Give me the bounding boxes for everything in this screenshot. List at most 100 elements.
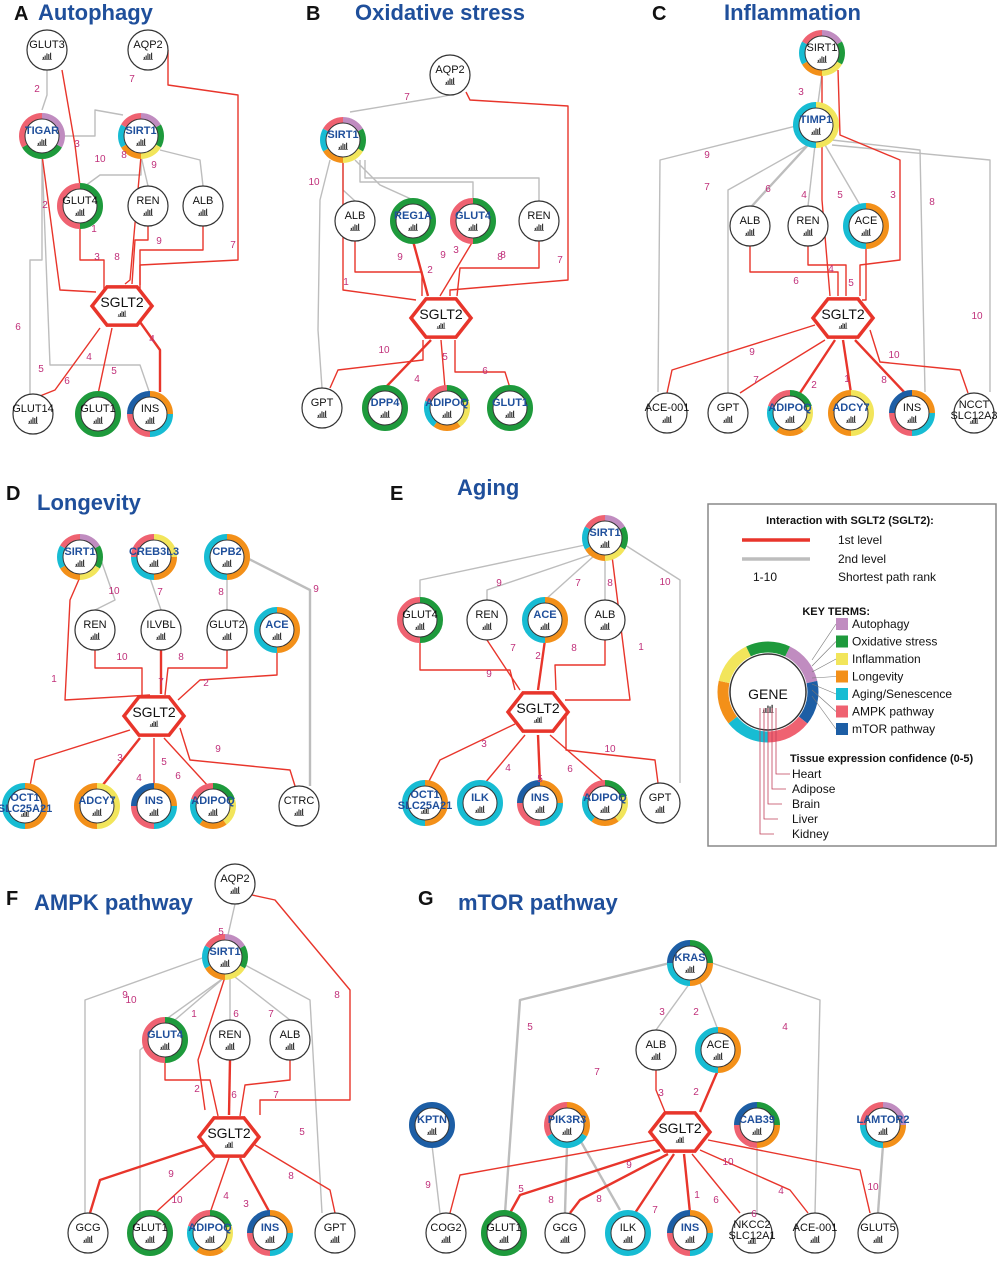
gene-label: ILVBL (146, 619, 175, 631)
tissue-bar (342, 143, 344, 149)
gene-label: INS (681, 1222, 699, 1234)
tissue-bar (444, 413, 446, 417)
path-rank: 3 (659, 1007, 665, 1018)
tissue-bar (758, 1129, 760, 1134)
gene-node: GLUT14 (12, 393, 54, 435)
term-ring-segment (121, 144, 142, 159)
term-ring-segment (24, 783, 48, 829)
term-ring-segment (96, 783, 120, 829)
tissue-bar (560, 1239, 562, 1242)
node-core (209, 1019, 251, 1061)
path-rank: 7 (268, 1009, 274, 1020)
term-leader (811, 683, 837, 695)
tissue-bar (41, 139, 43, 145)
second-level-edge (431, 1144, 441, 1214)
first-level-edge (456, 241, 540, 297)
tissue-label: Brain (792, 797, 820, 811)
tissue-bar (429, 1130, 431, 1134)
term-swatch (836, 635, 848, 648)
first-level-edge (419, 640, 516, 691)
tissue-bar (747, 231, 749, 235)
term-ring-segment (79, 534, 100, 549)
gene-label: ACE (265, 619, 288, 631)
tissue-bar (604, 541, 606, 547)
tissue-bar (476, 223, 478, 230)
path-rank: 2 (535, 651, 541, 662)
gene-label: ILK (471, 792, 489, 804)
tissue-bar (818, 1235, 820, 1242)
tissue-bar (157, 559, 159, 566)
gene-label: GCG (552, 1222, 577, 1234)
tissue-bar (861, 232, 863, 235)
tissue-bar (421, 624, 423, 629)
tissue-bar (789, 416, 791, 422)
tissue-bar (228, 959, 230, 966)
sglt2-hub: SGLT2 (408, 297, 474, 339)
tissue-bar (879, 1237, 881, 1242)
gene-label: CREB3L3 (129, 546, 179, 558)
tissue-bar (230, 632, 232, 639)
tissue-bar (119, 313, 121, 316)
path-rank: 9 (486, 669, 492, 680)
first-level-edge (411, 240, 430, 297)
tissue-bar (659, 1052, 661, 1059)
tissue-bar (725, 418, 727, 422)
tissue-bar (689, 1236, 691, 1242)
first-level-edge (655, 1070, 666, 1113)
tissue-bar (481, 807, 483, 812)
tissue-bar (90, 636, 92, 639)
term-ring (75, 391, 121, 437)
gene-label: REN (136, 195, 159, 207)
legend-ring-segment (717, 680, 738, 724)
node-core (610, 1215, 646, 1251)
gene-label: TIGAR (25, 125, 59, 137)
tissue-bar (754, 1130, 756, 1134)
term-ring-segment (196, 1246, 224, 1256)
gene-node: GLUT3 (26, 29, 68, 71)
gene-node: ALB (729, 205, 771, 247)
path-rank: 6 (15, 322, 21, 333)
node-core (127, 29, 169, 71)
tissue-bar (412, 224, 414, 230)
first-level-edge (79, 226, 105, 290)
tissue-bar (151, 208, 153, 215)
term-ring-segment (522, 597, 546, 643)
path-rank: 6 (231, 1090, 237, 1101)
term-ring-segment (219, 1225, 233, 1252)
tissue-bar (280, 632, 282, 639)
gene-node: AQP2 (214, 863, 256, 905)
tissue-bar (677, 1139, 679, 1142)
node-core (62, 188, 98, 224)
gene-node: ALB (635, 1029, 677, 1071)
term-leader (811, 695, 837, 730)
path-rank: 3 (243, 1199, 249, 1210)
tissue-bar (854, 415, 856, 422)
term-ring-segment (131, 783, 155, 807)
second-level-edge (699, 982, 719, 1031)
path-rank: 8 (334, 990, 340, 1001)
term-swatch (836, 688, 848, 700)
term-ring-segment (619, 526, 628, 550)
gene-node: AQP2 (127, 29, 169, 71)
tissue-bar (811, 131, 813, 134)
tissue-bar (319, 413, 321, 417)
node-core (646, 392, 688, 434)
tissue-bar (75, 212, 77, 215)
node-core (639, 782, 681, 824)
second-level-edge (139, 976, 226, 1213)
first-level-edge (101, 737, 141, 787)
path-rank: 5 (527, 1022, 533, 1033)
second-level-edge (486, 554, 591, 600)
tissue-bar (691, 1237, 693, 1242)
tissue-bar (149, 563, 151, 566)
tissue-bar (625, 1238, 627, 1242)
tissue-bar (101, 416, 103, 423)
gene-node: TIGAR (19, 113, 65, 159)
first-level-edge (61, 69, 81, 187)
gene-label: CAB39 (739, 1114, 775, 1126)
path-rank: 7 (158, 677, 164, 688)
gene-node: REN (74, 609, 116, 651)
gene-node: SIRT1 (57, 534, 103, 580)
gene-label: GPT (324, 1222, 347, 1234)
second-level-edge (711, 962, 821, 1214)
